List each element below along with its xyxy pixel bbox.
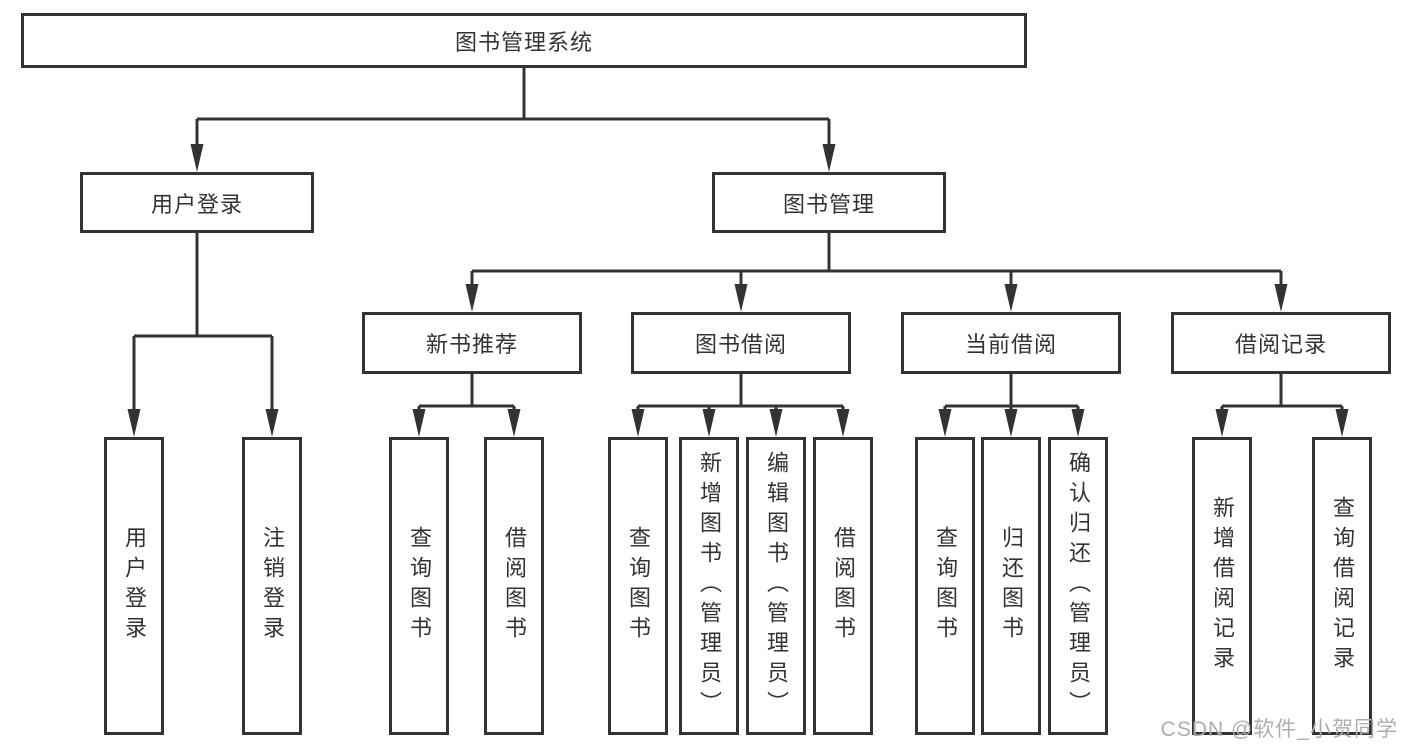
leaf-add-books-admin: 新增图书（管理员） <box>679 437 739 735</box>
csdn-watermark: CSDN @软件_小贺同学 <box>1160 718 1398 741</box>
leaf-query-books-current: 查询图书 <box>915 437 975 735</box>
node-user-login: 用户登录 <box>80 172 314 233</box>
leaf-borrow-books-recommend: 借阅图书 <box>484 437 544 735</box>
leaf-confirm-return-admin: 确认归还（管理员） <box>1048 437 1108 735</box>
leaf-edit-books-admin: 编辑图书（管理员） <box>746 437 806 735</box>
leaf-query-books-borrowing: 查询图书 <box>608 437 668 735</box>
node-current-borrowing: 当前借阅 <box>901 312 1121 374</box>
arrowheads <box>127 144 1349 437</box>
node-borrowing-records: 借阅记录 <box>1171 312 1391 374</box>
node-book-borrowing: 图书借阅 <box>631 312 851 374</box>
leaf-return-books: 归还图书 <box>981 437 1041 735</box>
node-library-system: 图书管理系统 <box>21 13 1027 68</box>
node-new-book-recommendation: 新书推荐 <box>362 312 582 374</box>
leaf-borrow-books-borrowing: 借阅图书 <box>813 437 873 735</box>
leaf-logout: 注销登录 <box>242 437 302 735</box>
leaf-query-books-recommend: 查询图书 <box>389 437 449 735</box>
leaf-query-borrow-record: 查询借阅记录 <box>1312 437 1372 735</box>
node-book-management: 图书管理 <box>712 172 946 233</box>
leaf-add-borrow-record: 新增借阅记录 <box>1192 437 1252 735</box>
leaf-user-login: 用户登录 <box>104 437 164 735</box>
